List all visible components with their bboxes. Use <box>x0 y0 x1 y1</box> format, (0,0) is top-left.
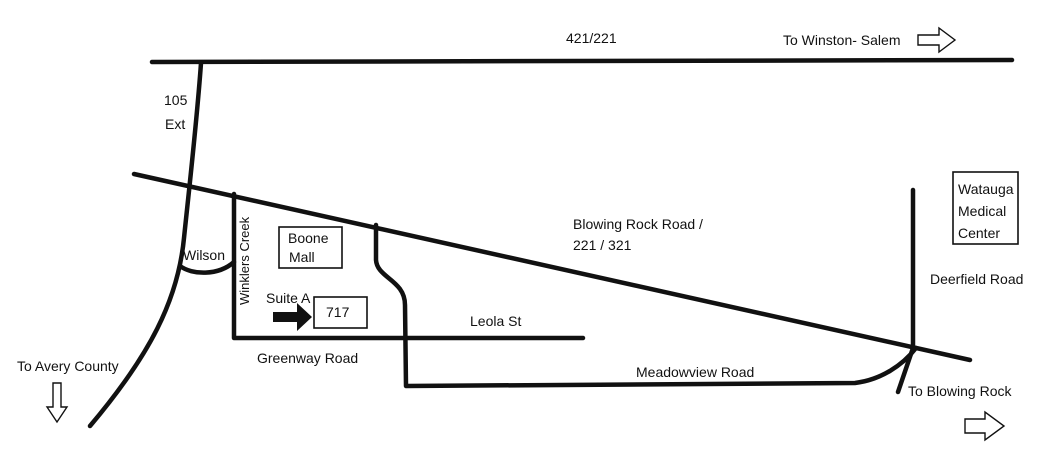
label-to-avery-county: To Avery County <box>17 358 119 374</box>
road-wilson <box>177 259 237 275</box>
label-suite-a: Suite A <box>266 290 311 306</box>
road-421-221 <box>149 57 1015 65</box>
label-blowing-rock-road-1: Blowing Rock Road / <box>573 216 703 232</box>
label-blowing-rock-road-2: 221 / 321 <box>573 237 632 253</box>
label-center: Center <box>958 225 1001 241</box>
label-to-blowing-rock: To Blowing Rock <box>908 383 1012 399</box>
road-105-ext <box>87 60 204 429</box>
label-wilson: Wilson <box>183 247 226 263</box>
label-meadowview-road: Meadowview Road <box>636 364 755 380</box>
label-deerfield-road: Deerfield Road <box>930 271 1024 287</box>
label-ext: Ext <box>165 116 186 132</box>
label-boone: Boone <box>288 230 329 246</box>
road-winklers-creek <box>231 191 586 341</box>
avery-county-arrow-icon <box>45 382 69 424</box>
blowing-rock-arrow-icon <box>964 410 1006 442</box>
label-to-winston-salem: To Winston- Salem <box>783 32 901 48</box>
road-deerfield <box>895 187 916 395</box>
boone-mall-box <box>278 226 343 269</box>
label-suite-717: 717 <box>326 304 350 320</box>
label-mall: Mall <box>289 249 315 265</box>
road-blowing-rock <box>131 171 973 363</box>
watauga-medical-center-box <box>952 171 1019 245</box>
label-winklers-creek: Winklers Creek <box>237 216 252 305</box>
label-421-221: 421/221 <box>566 30 617 46</box>
suite-717-box <box>313 296 368 329</box>
label-medical: Medical <box>958 203 1007 219</box>
label-greenway-road: Greenway Road <box>257 350 359 366</box>
label-leola-st: Leola St <box>470 313 522 329</box>
winston-salem-arrow-icon <box>917 26 957 54</box>
road-meadowview <box>373 222 919 389</box>
label-105: 105 <box>164 92 188 108</box>
solid-arrow-right-icon <box>273 303 312 331</box>
label-watauga: Watauga <box>958 181 1014 197</box>
